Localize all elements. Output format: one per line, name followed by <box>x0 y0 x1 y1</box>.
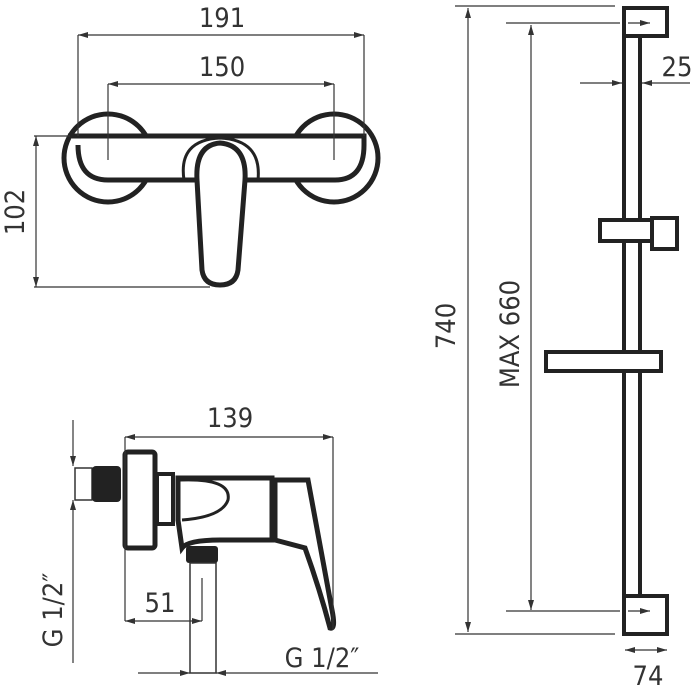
top-bracket <box>622 6 669 38</box>
lever-handle <box>194 140 248 288</box>
wall-plate <box>122 449 158 551</box>
body-side <box>175 475 275 555</box>
soap-dish <box>544 350 663 373</box>
slider-holder <box>650 216 679 251</box>
label-102: 102 <box>0 189 31 235</box>
slider <box>598 218 654 243</box>
label-150: 150 <box>199 52 245 83</box>
label-74: 74 <box>633 661 664 692</box>
cartridge-cover <box>181 136 260 181</box>
outlet-nut <box>186 546 218 563</box>
bottom-bracket <box>622 594 669 636</box>
mixer-front-view: 191 150 102 <box>0 3 381 288</box>
inlet-pipe <box>74 467 93 501</box>
rail <box>622 34 642 598</box>
label-outlet-thread: G 1/2″ <box>285 643 360 674</box>
inlet-nut <box>92 466 121 502</box>
label-191: 191 <box>199 3 245 34</box>
label-25: 25 <box>662 52 693 83</box>
label-740: 740 <box>431 303 462 349</box>
label-inlet-thread: G 1/2″ <box>38 573 69 648</box>
shower-rail-view: 740 MAX 660 25 74 <box>431 5 693 692</box>
label-139: 139 <box>207 403 253 434</box>
label-max-660: MAX 660 <box>495 280 526 388</box>
mixer-side-view: 139 51 G 1/2″ G 1/2″ <box>38 403 378 676</box>
connector <box>155 472 175 526</box>
outlet-pipe <box>189 562 217 674</box>
label-51: 51 <box>145 588 176 619</box>
lever-side <box>272 477 337 631</box>
